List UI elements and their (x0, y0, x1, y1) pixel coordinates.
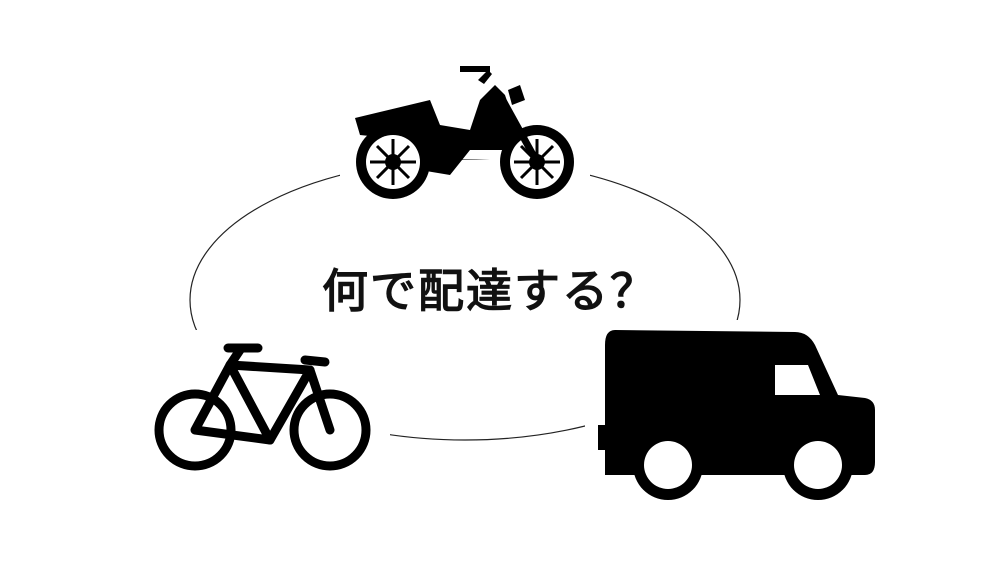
diagram-title: 何で配達する？ (322, 264, 658, 318)
